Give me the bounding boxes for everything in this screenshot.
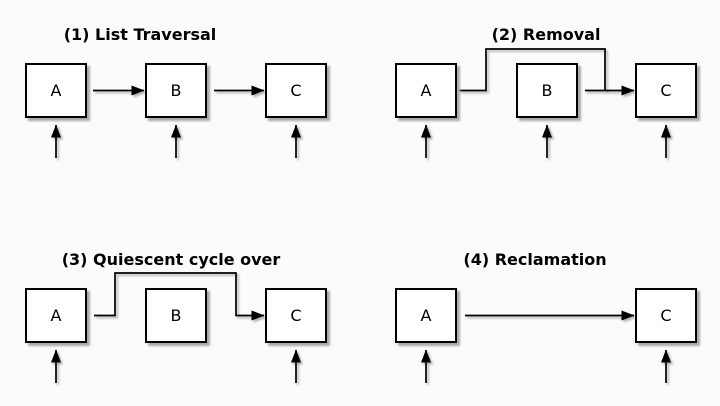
panel2-node-c: C <box>635 63 697 118</box>
panel2-title: (2) Removal <box>491 25 601 44</box>
pointer-a-bypass-b <box>459 48 606 92</box>
node-label-c: C <box>660 80 672 100</box>
pointer-a-bypass-b-to-c <box>94 272 265 321</box>
panel1-node-c: C <box>265 63 327 118</box>
panel1-node-b: B <box>145 63 207 118</box>
node-label-a: A <box>420 80 432 100</box>
panel2-node-b: B <box>516 63 578 118</box>
node-label-a: A <box>420 305 432 325</box>
node-label-c: C <box>660 305 672 325</box>
panel2-node-a: A <box>395 63 457 118</box>
panel3-node-b: B <box>145 288 207 343</box>
panel4-title: (4) Reclamation <box>463 250 607 269</box>
node-label-a: A <box>50 305 62 325</box>
node-label-b: B <box>541 80 553 100</box>
panel4-pointer-arrows <box>421 310 671 383</box>
panel3-pointer-arrows <box>51 272 301 383</box>
panel1-title: (1) List Traversal <box>63 25 217 44</box>
node-label-b: B <box>170 305 182 325</box>
panel1-pointer-arrows <box>51 85 301 158</box>
node-label-a: A <box>50 80 62 100</box>
panel2-pointer-arrows <box>421 48 671 158</box>
node-label-c: C <box>290 80 302 100</box>
panel4-node-c: C <box>635 288 697 343</box>
panel3-node-c: C <box>265 288 327 343</box>
panel3-title: (3) Quiescent cycle over <box>61 250 281 269</box>
panel3-node-a: A <box>25 288 87 343</box>
panel4-node-a: A <box>395 288 457 343</box>
panel1-node-a: A <box>25 63 87 118</box>
node-label-b: B <box>170 80 182 100</box>
node-label-c: C <box>290 305 302 325</box>
